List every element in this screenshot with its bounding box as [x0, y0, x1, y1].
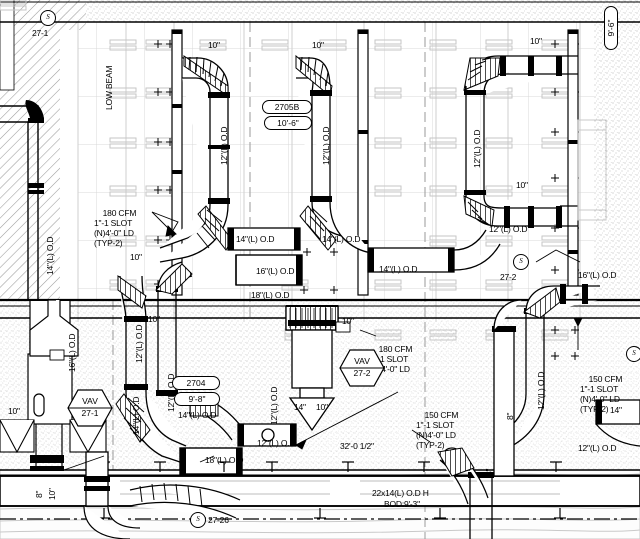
diffuser-callout-150cfm-a: 150 CFM 1"-1 SLOT (N)4'-0" LD (TYP-2) — [416, 400, 458, 460]
duct-label-12in-j: 12"(L) O.D — [578, 443, 617, 453]
duct-label-12in-g: 12"(L) O.D — [257, 438, 296, 448]
duct-label-8in-a: 8" — [34, 490, 44, 498]
vav-number: 27-2 — [353, 368, 371, 378]
duct-label-10in-d: 10" — [130, 252, 142, 262]
duct-label-16in-c: 16"(L) O.D — [578, 270, 617, 280]
vav-label: VAV — [354, 356, 370, 366]
duct-label-10in-g: 10" — [316, 402, 328, 412]
duct-label-10in-j: 10" — [342, 316, 354, 326]
callout-text: 150 CFM 1"-1 SLOT (N)4'-0" LD (TYP-2) — [416, 410, 459, 450]
vav-tag-27-1[interactable]: VAV 27-1 — [66, 388, 114, 428]
duct-label-12in-h: 12"(L) O.D — [269, 386, 279, 425]
duct-label-18in-a: 18"(L) O.D — [251, 290, 290, 300]
section-marker-icon-27-2[interactable]: S — [513, 254, 529, 270]
duct-label-14in-e: 14"(L) O.D — [131, 396, 141, 435]
section-marker-icon-27-1[interactable]: S — [40, 10, 56, 26]
duct-label-10in-e: 10" — [516, 180, 528, 190]
section-number-27-2: 27-2 — [500, 272, 517, 282]
elevation-tag-9-6: 9'-6" — [604, 6, 618, 50]
elevation-tag-10-6: 10'-6" — [264, 116, 312, 130]
duct-label-10in-h: 10" — [47, 488, 57, 500]
duct-label-10in-f: 10" — [148, 314, 160, 324]
duct-label-8in-c: 8" — [484, 468, 494, 476]
duct-label-10in-c: 10" — [530, 36, 542, 46]
duct-label-10in-a: 10" — [208, 40, 220, 50]
duct-label-12in-b: 12"(L) O.D — [321, 126, 331, 165]
duct-label-14in-c: 14"(L) O.D — [379, 264, 418, 274]
zone-tag-2704: 2704 — [172, 376, 220, 390]
dimension-32ft-label: 32'-0 1/2" — [340, 441, 374, 451]
section-marker-icon-27-26[interactable]: S — [190, 512, 206, 528]
diffuser-callout-150cfm-b: 150 CFM 1"-1 SLOT (N)4'-0" LD (TYP-2) — [580, 364, 622, 424]
vav-label: VAV — [82, 396, 98, 406]
duct-label-12in-i: 12"(L) O.D — [536, 371, 546, 410]
section-number-27-26: 27-26 — [208, 515, 229, 525]
callout-text: 180 CFM 1"-1 SLOT (N)4'-0" LD (TYP-2) — [94, 208, 137, 248]
duct-label-16in-a: 16"(L) O.D — [256, 266, 295, 276]
duct-label-10in-i: 10" — [8, 406, 20, 416]
duct-label-8in-b: 8" — [505, 412, 515, 420]
duct-label-12in-e: 12"(L) O.D — [134, 324, 144, 363]
duct-label-16in-b: 16"(L) O.D — [67, 333, 77, 372]
duct-label-12in-a: 12"(L) O.D — [219, 126, 229, 165]
zone-tag-2705b: 2705B — [262, 100, 312, 114]
duct-label-14in-b: 14"(L) O.D — [322, 234, 361, 244]
duct-label-14in-a: 14"(L) O.D — [236, 234, 275, 244]
duct-label-14in-f: 14"(L) O.D — [178, 410, 217, 420]
low-beam-label: LOW BEAM — [104, 65, 114, 110]
elevation-tag-9-8: 9'-8" — [174, 392, 220, 406]
duct-label-14in-g: 14" — [294, 402, 306, 412]
main-duct-bod-label: BOD:9'-3" — [384, 499, 420, 509]
duct-label-14in-h: 14" — [610, 405, 622, 415]
diffuser-callout-180cfm-a: 180 CFM 1"-1 SLOT (N)4'-0" LD (TYP-2) — [94, 198, 136, 258]
callout-text: 150 CFM 1"-1 SLOT (N)4'-0" LD (TYP-2) — [580, 374, 623, 414]
duct-label-12in-d: 12"(L) O.D — [489, 224, 528, 234]
duct-label-18in-b: 18"(L) O.D — [205, 455, 244, 465]
vav-number: 27-1 — [81, 408, 99, 418]
vav-tag-27-2[interactable]: VAV 27-2 — [338, 348, 386, 388]
duct-label-12in-c: 12"(L) O.D — [472, 129, 482, 168]
section-number-27-1: 27-1 — [32, 28, 49, 38]
main-duct-label: 22x14(L) O.D H — [372, 488, 429, 498]
section-marker-icon-right[interactable]: S — [626, 346, 640, 362]
duct-label-14in-d: 14"(L) O.D — [45, 236, 55, 275]
duct-label-10in-b: 10" — [312, 40, 324, 50]
